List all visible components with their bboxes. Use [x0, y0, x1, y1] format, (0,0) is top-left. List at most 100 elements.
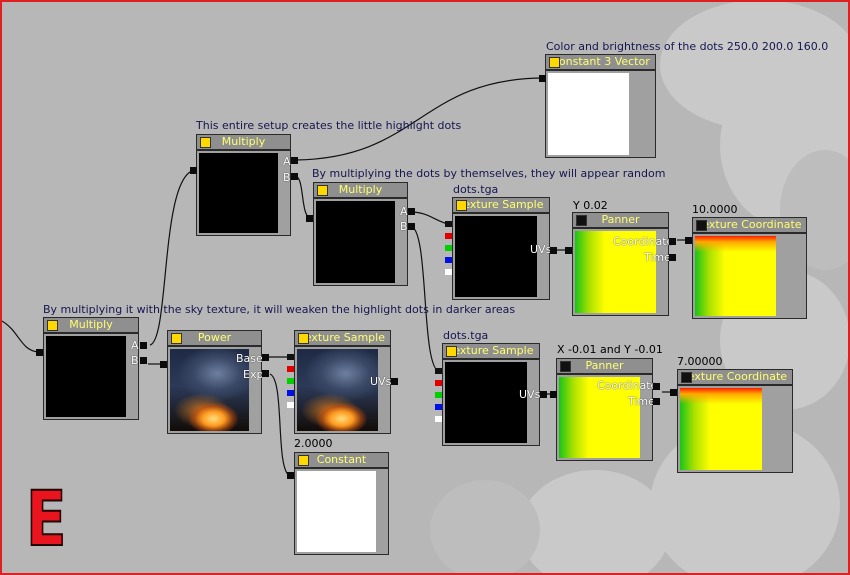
input-pin-coordinate[interactable]: [669, 238, 676, 245]
node-toggle-icon[interactable]: [298, 333, 309, 344]
node-header[interactable]: Multiply: [43, 317, 139, 333]
node-toggle-icon[interactable]: [681, 372, 692, 383]
node-toggle-icon[interactable]: [576, 215, 587, 226]
node-texcoord-bottom[interactable]: Texture Coordinate: [677, 369, 793, 473]
node-texsample-dots-bottom[interactable]: Texture Sample: [442, 343, 540, 446]
node-toggle-icon[interactable]: [560, 361, 571, 372]
input-pin-a[interactable]: [291, 157, 298, 164]
output-pin[interactable]: [539, 75, 546, 82]
input-pin-b[interactable]: [408, 223, 415, 230]
node-header[interactable]: Power: [167, 330, 262, 346]
output-pin[interactable]: [565, 247, 572, 254]
input-pin-b[interactable]: [291, 173, 298, 180]
node-power[interactable]: Power: [167, 330, 262, 434]
comment-color-brightness: Color and brightness of the dots 250.0 2…: [546, 40, 829, 53]
input-pin-time[interactable]: [669, 254, 676, 261]
node-title: Texture Coordinate: [697, 218, 802, 231]
input-pin-base[interactable]: [262, 354, 269, 361]
node-header[interactable]: Texture Sample: [442, 343, 540, 359]
node-texcoord-top[interactable]: Texture Coordinate: [692, 217, 807, 319]
node-header[interactable]: Texture Coordinate: [677, 369, 793, 385]
output-pin[interactable]: [550, 391, 557, 398]
output-pin-g[interactable]: [287, 378, 294, 384]
node-title: Multiply: [221, 135, 266, 148]
output-pin[interactable]: [685, 237, 692, 244]
node-toggle-icon[interactable]: [200, 137, 211, 148]
node-toggle-icon[interactable]: [47, 320, 58, 331]
input-pin-uvs[interactable]: [391, 378, 398, 385]
node-header[interactable]: Constant 3 Vector: [545, 54, 656, 70]
letter-badge: E: [25, 474, 67, 563]
output-pin-a[interactable]: [287, 402, 294, 408]
node-multiply-left[interactable]: Multiply: [43, 317, 139, 420]
output-pin[interactable]: [306, 215, 313, 222]
output-pin-g[interactable]: [435, 392, 442, 398]
pin-label-base: Base: [236, 352, 263, 365]
pin-label-coordinate: Coordinate: [613, 235, 674, 248]
node-header[interactable]: Texture Sample: [452, 197, 550, 213]
node-header[interactable]: Texture Coordinate: [692, 217, 807, 233]
node-texsample-sky[interactable]: Texture Sample: [294, 330, 391, 434]
input-pin-uvs[interactable]: [550, 247, 557, 254]
wire-texsample-to-multiply-b: [409, 225, 441, 373]
node-header[interactable]: Panner: [572, 212, 669, 228]
output-pin[interactable]: [190, 167, 197, 174]
output-pin-rgb[interactable]: [445, 221, 452, 227]
node-body: [313, 198, 408, 286]
input-pin-a[interactable]: [140, 342, 147, 349]
comment-panner-top: Y 0.02: [573, 199, 608, 212]
output-pin-b[interactable]: [435, 404, 442, 410]
input-pin-coordinate[interactable]: [653, 383, 660, 390]
output-pin-rgb[interactable]: [435, 368, 442, 374]
node-preview: [199, 153, 278, 233]
pin-label-b: B: [283, 171, 291, 184]
node-panner-top[interactable]: Panner: [572, 212, 669, 316]
pin-label-time: Time: [644, 251, 671, 264]
node-preview: [695, 236, 776, 316]
node-texsample-dots-top[interactable]: Texture Sample: [452, 197, 550, 300]
output-pin-a[interactable]: [435, 416, 442, 422]
node-constant3vector[interactable]: Constant 3 Vector: [545, 54, 656, 158]
input-pin-b[interactable]: [140, 357, 147, 364]
output-pin[interactable]: [36, 349, 43, 356]
output-pin-r[interactable]: [445, 233, 452, 239]
node-panner-bottom[interactable]: Panner: [556, 358, 653, 461]
output-pin[interactable]: [160, 361, 167, 368]
node-toggle-icon[interactable]: [549, 57, 560, 68]
node-header[interactable]: Texture Sample: [294, 330, 391, 346]
node-toggle-icon[interactable]: [317, 185, 328, 196]
node-header[interactable]: Multiply: [313, 182, 408, 198]
node-preview: [575, 231, 656, 313]
node-toggle-icon[interactable]: [696, 220, 707, 231]
input-pin-uvs[interactable]: [540, 391, 547, 398]
node-title: Texture Sample: [448, 344, 534, 357]
wire-output: [0, 319, 41, 353]
node-toggle-icon[interactable]: [298, 455, 309, 466]
node-constant[interactable]: Constant: [294, 452, 389, 555]
node-multiply-top[interactable]: Multiply: [196, 134, 291, 236]
output-pin-b[interactable]: [287, 390, 294, 396]
node-header[interactable]: Panner: [556, 358, 653, 374]
output-pin[interactable]: [287, 472, 294, 479]
output-pin-b[interactable]: [445, 257, 452, 263]
output-pin-g[interactable]: [445, 245, 452, 251]
node-body: [43, 333, 139, 420]
output-pin[interactable]: [670, 389, 677, 396]
node-header[interactable]: Multiply: [196, 134, 291, 150]
pin-label-exp: Exp: [243, 368, 264, 381]
node-header[interactable]: Constant: [294, 452, 389, 468]
node-multiply-mid[interactable]: Multiply: [313, 182, 408, 286]
node-toggle-icon[interactable]: [456, 200, 467, 211]
wire-multiply-mid-to-multiply-b: [294, 175, 312, 219]
node-toggle-icon[interactable]: [446, 346, 457, 357]
output-pin-rgb[interactable]: [287, 354, 294, 360]
node-toggle-icon[interactable]: [171, 333, 182, 344]
input-pin-a[interactable]: [408, 208, 415, 215]
output-pin-a[interactable]: [445, 269, 452, 275]
wire-vector-to-multiply-a: [295, 77, 546, 161]
output-pin-r[interactable]: [435, 380, 442, 386]
output-pin-r[interactable]: [287, 366, 294, 372]
input-pin-exp[interactable]: [262, 370, 269, 377]
input-pin-time[interactable]: [653, 398, 660, 405]
